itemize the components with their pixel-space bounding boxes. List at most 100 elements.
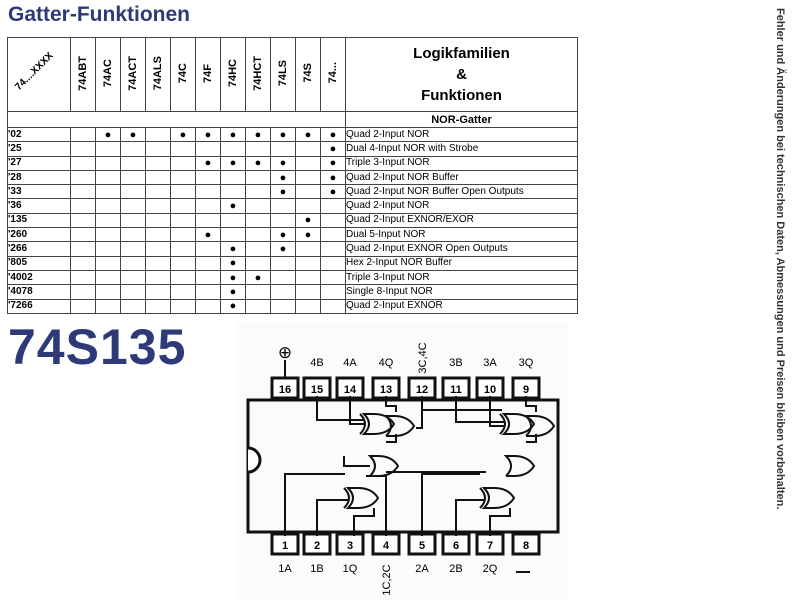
availability-empty [70, 198, 96, 214]
availability-empty [245, 255, 271, 271]
function-name: Quad 2-Input NOR Buffer [345, 169, 578, 186]
availability-empty [195, 298, 221, 314]
availability-empty [120, 269, 146, 286]
availability-empty [320, 227, 346, 243]
availability-dot: ● [320, 155, 346, 171]
family-header: 74HCT [245, 37, 271, 112]
part-code: '4078 [7, 284, 71, 300]
bottom-pin: 6 [441, 532, 471, 556]
availability-empty [145, 284, 171, 300]
availability-empty [270, 269, 296, 286]
availability-dot: ● [245, 269, 271, 286]
availability-empty [245, 241, 271, 257]
availability-empty [70, 269, 96, 286]
table-row: '135●Quad 2-Input EXNOR/EXOR [7, 212, 578, 229]
availability-empty [95, 269, 121, 286]
availability-empty [270, 198, 296, 214]
part-code: '260 [7, 227, 71, 243]
bottom-pin-label: 1Q [343, 563, 358, 575]
corner-label-cell: 74....XXXX [7, 37, 71, 112]
availability-empty [270, 284, 296, 300]
availability-empty [170, 298, 196, 314]
bottom-pin: 5 [407, 532, 437, 556]
gate-3 [421, 396, 556, 443]
top-pin-label: 3Q [519, 357, 534, 369]
availability-empty [70, 212, 96, 229]
availability-dot: ● [320, 184, 346, 200]
availability-empty [120, 155, 146, 171]
availability-dot: ● [295, 126, 321, 143]
availability-empty [320, 269, 346, 286]
gate-4 [316, 396, 423, 443]
availability-empty [95, 298, 121, 314]
part-code: '135 [7, 212, 71, 229]
availability-empty [195, 184, 221, 200]
family-label: 74HC [227, 58, 239, 88]
function-name: Quad 2-Input EXNOR [345, 298, 578, 314]
availability-empty [145, 227, 171, 243]
availability-empty [145, 169, 171, 186]
bottom-pin-label: 1B [310, 563, 323, 575]
gate-wiring [284, 396, 556, 536]
availability-empty [220, 227, 246, 243]
family-label: 74C [177, 62, 189, 84]
availability-empty [120, 169, 146, 186]
availability-empty [145, 241, 171, 257]
availability-empty [95, 169, 121, 186]
family-header: 74ABT [70, 37, 96, 112]
part-code: '28 [7, 169, 71, 186]
top-pin-label: 4A [343, 357, 357, 369]
availability-empty [145, 184, 171, 200]
availability-empty [70, 126, 96, 143]
availability-dot: ● [220, 284, 246, 300]
table-row: '27●●●●●Triple 3-Input NOR [7, 155, 578, 171]
availability-dot: ● [320, 169, 346, 186]
availability-empty [195, 284, 221, 300]
availability-empty [120, 141, 146, 157]
part-code: '4002 [7, 269, 71, 286]
pin-number: 9 [523, 384, 529, 396]
availability-empty [170, 141, 196, 157]
availability-dot: ● [245, 126, 271, 143]
family-header: 74AC [95, 37, 121, 112]
availability-empty [70, 241, 96, 257]
availability-empty [295, 184, 321, 200]
bottom-pin: 8 [511, 532, 541, 556]
availability-dot: ● [220, 155, 246, 171]
table-row: '02●●●●●●●●●Quad 2-Input NOR [7, 126, 578, 143]
availability-empty [220, 184, 246, 200]
top-pin: 15 [302, 376, 332, 400]
availability-empty [70, 169, 96, 186]
function-name: Quad 2-Input NOR [345, 198, 578, 214]
bottom-pin-label: 2Q [483, 563, 498, 575]
section-spacer [7, 111, 346, 128]
part-code: '27 [7, 155, 71, 171]
bottom-pin: 2 [302, 532, 332, 556]
availability-empty [170, 155, 196, 171]
part-number: 74S135 [8, 319, 187, 375]
bottom-pin: 1 [270, 532, 300, 556]
pin-number: 15 [311, 384, 323, 396]
availability-empty [70, 284, 96, 300]
table-row: '36●Quad 2-Input NOR [7, 198, 578, 214]
top-pin: 14 [335, 376, 365, 400]
availability-dot: ● [220, 269, 246, 286]
function-name: Triple 3-Input NOR [345, 269, 578, 286]
availability-empty [245, 284, 271, 300]
availability-dot: ● [195, 126, 221, 143]
pin-number: 4 [383, 540, 390, 552]
pin-number: 11 [450, 384, 462, 396]
pin-number: 3 [347, 540, 353, 552]
availability-empty [95, 284, 121, 300]
availability-empty [70, 227, 96, 243]
availability-empty [170, 227, 196, 243]
availability-empty [195, 212, 221, 229]
availability-dot: ● [270, 155, 296, 171]
part-code: '266 [7, 241, 71, 257]
availability-empty [295, 198, 321, 214]
availability-empty [195, 198, 221, 214]
gate-1 [284, 455, 400, 536]
family-header: 74HC [220, 37, 246, 112]
availability-empty [120, 198, 146, 214]
